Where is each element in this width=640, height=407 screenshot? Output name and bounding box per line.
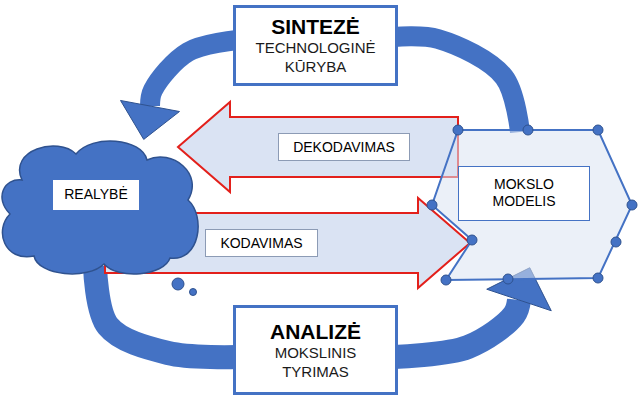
arc-path	[150, 40, 237, 106]
shape-label: MOKSLO MODELIS	[458, 166, 590, 221]
vertex-dot	[441, 275, 451, 285]
arrow-body	[178, 102, 458, 192]
arc-path	[95, 266, 237, 357]
arc-path	[394, 300, 519, 357]
edge-label: DEKODAVIMAS	[278, 133, 410, 162]
box-text: TECHNOLOGINĖ KŪRYBA	[246, 39, 386, 77]
cloud-shape	[2, 141, 198, 274]
model-shape: MOKSLO MODELIS	[428, 122, 638, 284]
cycle-arc	[95, 266, 237, 357]
box-heading: ANALIZĖ	[270, 319, 361, 344]
vertex-dot	[593, 125, 603, 135]
reality-cloud: REALYBĖ	[0, 138, 200, 278]
thought-bubble	[172, 278, 184, 290]
box-text: MOKSLINIS TYRIMAS	[246, 344, 386, 382]
box-heading: SINTEZĖ	[271, 14, 360, 39]
vertex-dot	[593, 273, 603, 283]
thought-bubble	[190, 289, 197, 296]
shape-label: REALYBĖ	[52, 179, 140, 211]
vertex-dot	[453, 125, 463, 135]
edge-label: KODAVIMAS	[205, 229, 317, 258]
vertex-dot	[627, 200, 637, 210]
model-pentagon	[432, 130, 632, 280]
stage-box: ANALIZĖMOKSLINIS TYRIMAS	[233, 305, 398, 395]
vertex-dot	[503, 274, 513, 284]
vertex-dot	[467, 235, 477, 245]
vertex-dot	[523, 125, 533, 135]
stage-box: SINTEZĖTECHNOLOGINĖ KŪRYBA	[233, 5, 398, 86]
block-arrow	[178, 102, 458, 192]
vertex-dot	[611, 237, 621, 247]
vertex-dot	[427, 200, 437, 210]
arrow-head	[121, 100, 180, 139]
